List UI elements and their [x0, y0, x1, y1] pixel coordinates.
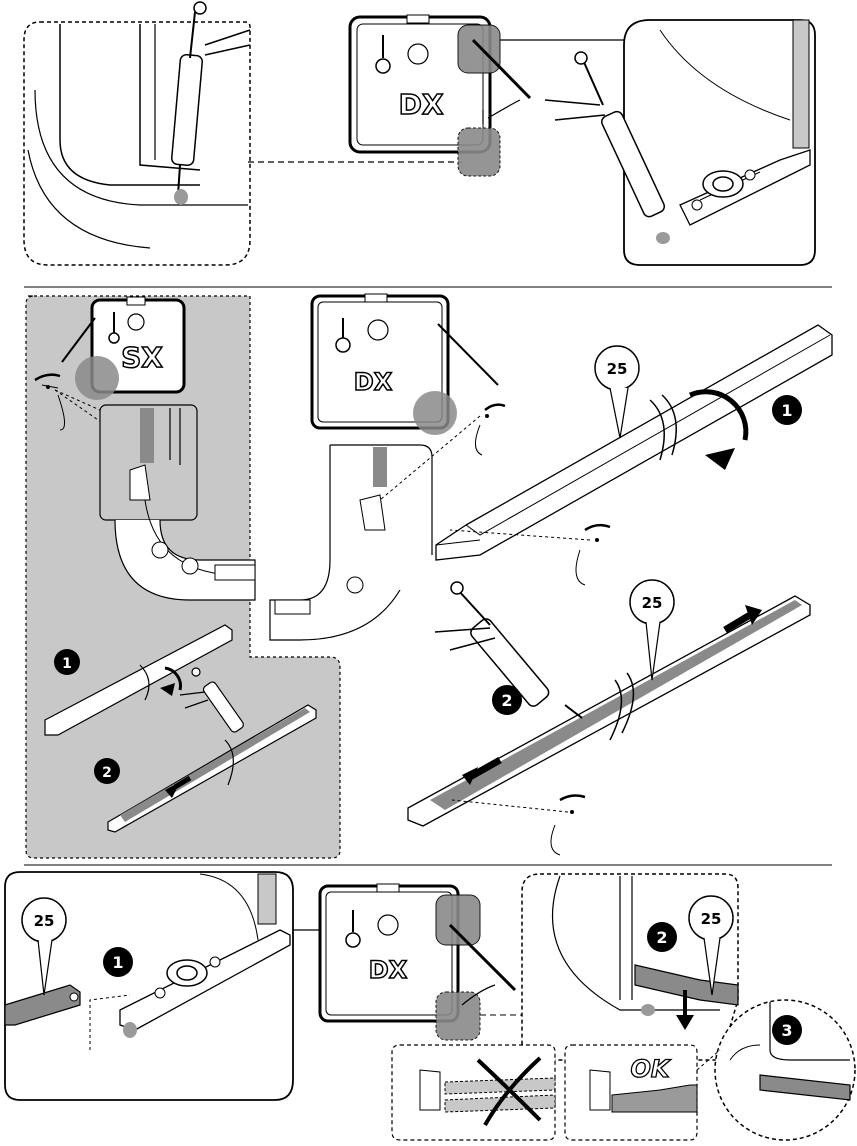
- callout-size-25: 25: [688, 895, 734, 996]
- detail-circle-seal: [714, 999, 856, 1141]
- callout-size-25: 25: [21, 897, 67, 996]
- sealant-gun-icon: [179, 667, 244, 733]
- profile-bar-upper: [435, 324, 833, 561]
- dx-label: DX: [354, 368, 393, 396]
- size-label: 25: [642, 594, 663, 612]
- svg-text:2: 2: [501, 691, 512, 710]
- dx-label: DX: [369, 956, 408, 984]
- svg-text:1: 1: [112, 953, 123, 972]
- sealant-gun-icon: [434, 581, 583, 719]
- sealant-gun-icon: [544, 51, 666, 218]
- svg-text:1: 1: [62, 656, 72, 672]
- profile-bar-lower: [407, 595, 811, 827]
- middle-section: SX: [25, 293, 833, 859]
- step-badge-1: 1: [103, 947, 133, 977]
- eye-icon: [475, 403, 506, 456]
- top-section: DX: [23, 1, 816, 266]
- step-badge-1: 1: [54, 649, 80, 675]
- svg-text:2: 2: [656, 928, 667, 947]
- cross-icon: [476, 1056, 542, 1126]
- size-label: 25: [607, 360, 628, 378]
- callout-size-25: 25: [594, 345, 640, 439]
- callout-size-25: 25: [629, 579, 675, 681]
- svg-text:2: 2: [102, 765, 112, 781]
- eye-icon: [550, 794, 586, 856]
- size-label: 25: [701, 910, 722, 928]
- bottom-section: 25 1 DX: [4, 871, 856, 1141]
- corner-profile-detail-dx: [269, 444, 433, 641]
- example-wrong: [391, 1044, 556, 1141]
- sx-bar-upper: [44, 624, 233, 736]
- shower-tray-dx-bottom: DX: [318, 883, 517, 1041]
- step-badge-1: 1: [772, 395, 802, 425]
- ok-label: OK: [631, 1055, 672, 1083]
- step-badge-2: 2: [492, 685, 522, 715]
- svg-text:3: 3: [781, 1021, 792, 1040]
- detail-right-sealant: [544, 19, 816, 266]
- sx-label: SX: [121, 341, 163, 374]
- eye-icon: [575, 523, 611, 586]
- corner-profile-detail-sx: [99, 404, 256, 601]
- example-correct: OK: [564, 1044, 698, 1141]
- dx-label: DX: [399, 88, 444, 121]
- svg-text:1: 1: [781, 401, 792, 420]
- size-label: 25: [34, 912, 55, 930]
- step-badge-2: 2: [94, 758, 120, 784]
- shower-tray-sx: SX: [61, 296, 186, 400]
- shower-tray-dx-top: DX: [348, 14, 532, 177]
- detail-profile-insert-right: [521, 873, 739, 1061]
- step-badge-2: 2: [647, 922, 677, 952]
- sealant-gun-icon: [170, 1, 251, 196]
- detail-left-sealant: [23, 1, 251, 266]
- shower-tray-dx-middle: DX: [310, 293, 499, 435]
- eye-icon: [34, 373, 65, 431]
- sx-bar-lower: [107, 704, 317, 833]
- step-badge-3: 3: [772, 1015, 802, 1045]
- detail-insert-profile: [4, 871, 294, 1101]
